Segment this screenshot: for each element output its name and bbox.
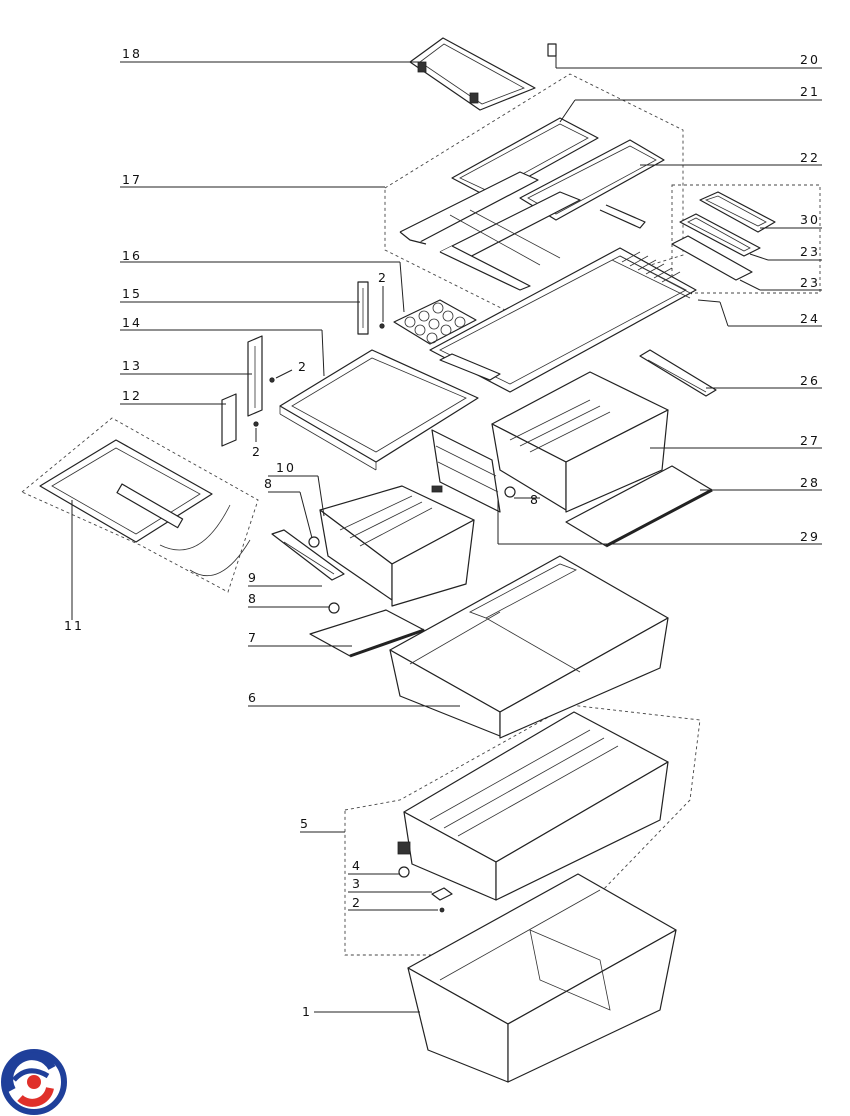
callout-8-c: 8	[248, 591, 258, 606]
part-14-shelf	[279, 349, 479, 471]
knob-8a	[504, 486, 516, 498]
part-16-egg-tray	[393, 299, 477, 345]
screw-2b	[269, 377, 275, 383]
callout-14: 14	[122, 315, 142, 330]
callout-8-a: 8	[264, 476, 274, 491]
callout-7: 7	[248, 630, 258, 645]
screw-2d	[439, 907, 445, 913]
callout-15: 15	[122, 286, 142, 301]
callout-10: 10	[276, 460, 296, 475]
part-4-knob	[398, 866, 410, 878]
part-7-glass	[309, 609, 425, 658]
callout-2-d: 2	[352, 895, 362, 910]
part-17-frame	[399, 171, 646, 291]
part-15-bracket	[357, 281, 369, 335]
callout-labels: 18 20 21 17 22 16 2 30 23 23 15 24 14 13…	[64, 46, 820, 1019]
callout-27: 27	[800, 433, 820, 448]
leader-lines	[71, 56, 822, 1013]
callout-2-b: 2	[298, 359, 308, 374]
callout-3: 3	[352, 876, 362, 891]
callout-5: 5	[300, 816, 310, 831]
callout-16: 16	[122, 248, 142, 263]
part-6-drawer	[389, 555, 669, 739]
part-27-drawer	[491, 371, 669, 513]
part-9-lid	[271, 529, 345, 581]
part-5-drawer	[397, 711, 669, 901]
part-11-shelf	[39, 439, 251, 577]
callout-11: 11	[64, 618, 84, 633]
part-1-bin	[407, 873, 677, 1083]
group-outline-17	[384, 73, 684, 311]
callout-8-b: 8	[530, 492, 540, 507]
part-21-shelf	[451, 117, 599, 199]
screw-2a	[379, 323, 385, 329]
knob-8b	[308, 536, 320, 548]
callout-26: 26	[800, 373, 820, 388]
callout-24: 24	[800, 311, 820, 326]
screw-2c	[253, 421, 259, 427]
callout-4: 4	[352, 858, 362, 873]
part-24-cover	[429, 247, 697, 393]
callout-30: 30	[800, 212, 820, 227]
part-12-bracket	[221, 393, 237, 447]
group-outline-11	[21, 417, 259, 593]
callout-28: 28	[800, 475, 820, 490]
part-18-shelf	[409, 37, 536, 111]
part-23-shelf-b	[671, 235, 753, 281]
callout-2-a: 2	[378, 270, 388, 285]
callout-1: 1	[302, 1004, 312, 1019]
group-outline-5	[344, 704, 701, 956]
knob-8c	[328, 602, 340, 614]
callout-22: 22	[800, 150, 820, 165]
callout-17: 17	[122, 172, 142, 187]
callout-9: 9	[248, 570, 258, 585]
part-3-clip	[431, 887, 453, 901]
callout-13: 13	[122, 358, 142, 373]
callout-23-a: 23	[800, 244, 820, 259]
callout-29: 29	[800, 529, 820, 544]
callout-6: 6	[248, 690, 258, 705]
callout-21: 21	[800, 84, 820, 99]
part-30-shelf	[699, 191, 776, 233]
brand-logo	[1, 1049, 67, 1115]
callout-18: 18	[122, 46, 142, 61]
callout-23-b: 23	[800, 275, 820, 290]
callout-2-c: 2	[252, 444, 262, 459]
part-10-drawer	[319, 485, 475, 607]
callout-20: 20	[800, 52, 820, 67]
part-20-clip	[547, 43, 557, 57]
part-23-shelf-a	[679, 213, 761, 257]
part-29-mechanism	[431, 429, 501, 513]
part-13-bracket	[247, 335, 263, 417]
part-26-rail	[639, 349, 717, 397]
group-outline-30-23	[671, 184, 821, 294]
callout-12: 12	[122, 388, 142, 403]
